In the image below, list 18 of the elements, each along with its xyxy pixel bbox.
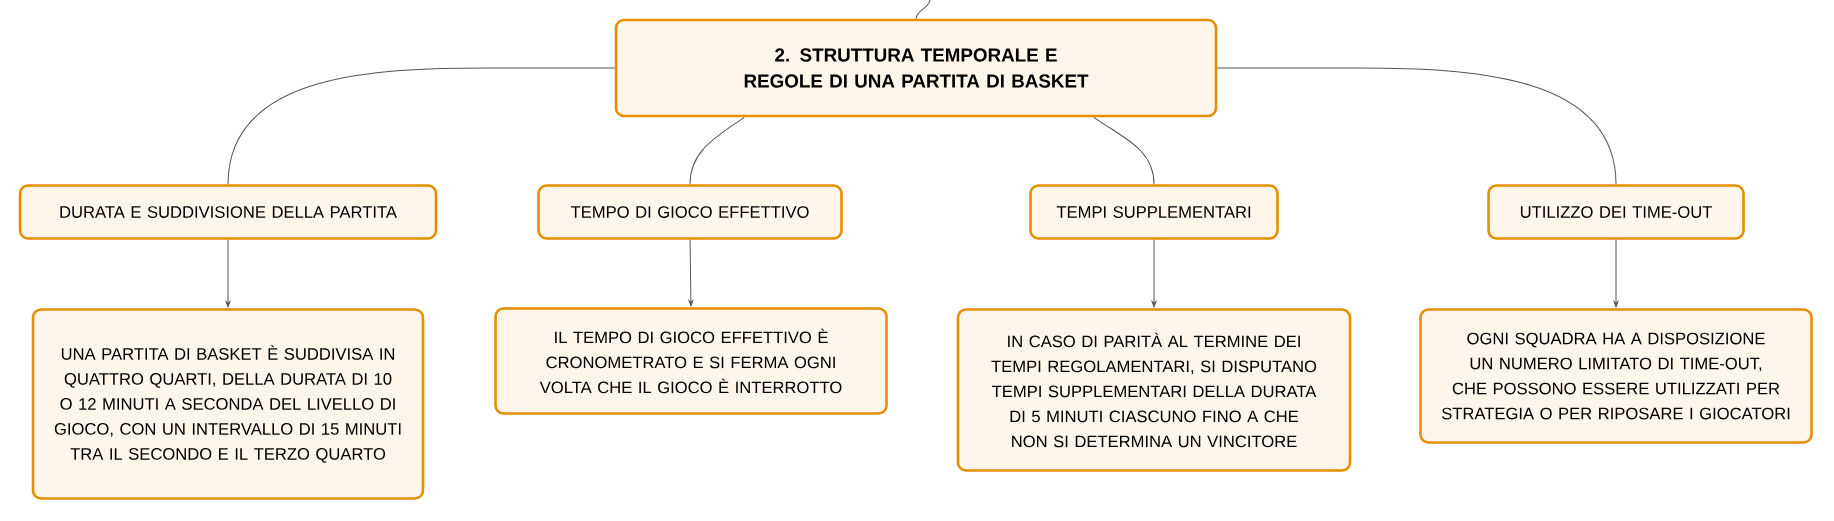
- subtopic-box: UTILIZZO DEI TIME-OUT: [1487, 184, 1745, 240]
- connector: [689, 116, 745, 185]
- connector: [1216, 67, 1617, 185]
- connector: [227, 67, 616, 185]
- connector: [688, 239, 694, 307]
- connector: [1093, 116, 1155, 185]
- connector: [1151, 239, 1157, 308]
- detail-box: OGNI SQUADRA HA A DISPOSIZIONE UN NUMERO LIMITATO DI TIME-OUT, CHE POSSONO ESSERE UTILIZZATI PER STRATEGIA O PER RIPOSARE I GIOCATORI: [1419, 308, 1813, 444]
- subtopic-box: TEMPI SUPPLEMENTARI: [1029, 184, 1279, 240]
- subtopic-box: DURATA E SUDDIVISIONE DELLA PARTITA: [18, 184, 438, 240]
- subtopic-box: TEMPO DI GIOCO EFFETTIVO: [537, 184, 843, 240]
- detail-box: IN CASO DI PARITÀ AL TERMINE DEI TEMPI REGOLAMENTARI, SI DISPUTANO TEMPI SUPPLEMENTARI DELLA DURATA DI 5 MINUTI CIASCUNO FINO A CHE NON SI DETERMINA UN VINCITORE: [956, 308, 1352, 472]
- connector: [225, 239, 231, 308]
- topic-box: 2. STRUTTURA TEMPORALE E REGOLE DI UNA PARTITA DI BASKET: [614, 18, 1218, 118]
- connector: [915, 0, 931, 20]
- connector: [1613, 239, 1619, 308]
- detail-box: UNA PARTITA DI BASKET È SUDDIVISA IN QUATTRO QUARTI, DELLA DURATA DI 10 O 12 MINUTI A SECONDA DEL LIVELLO DI GIOCO, CON UN INTERVALLO DI 15 MINUTI TRA IL SECONDO E IL TERZO QUARTO: [31, 308, 425, 500]
- detail-box: IL TEMPO DI GIOCO EFFETTIVO È CRONOMETRATO E SI FERMA OGNI VOLTA CHE IL GIOCO È INTERROTTO: [494, 307, 888, 415]
